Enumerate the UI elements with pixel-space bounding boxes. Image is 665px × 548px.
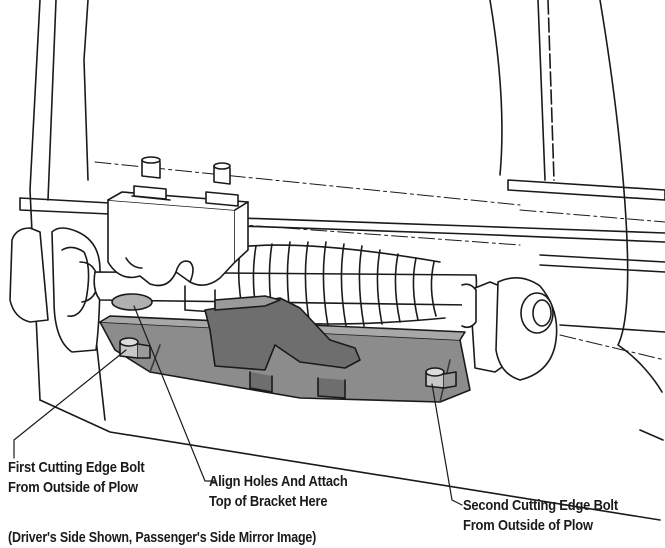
cutting-edge-bolt-first bbox=[119, 337, 151, 359]
moldboard bbox=[29, 0, 665, 521]
leader-second-bolt bbox=[431, 383, 463, 506]
leader-lines bbox=[13, 305, 463, 506]
figure-caption: (Driver's Side Shown, Passenger's Side M… bbox=[8, 530, 317, 546]
callout-align-holes-line1: Align Holes And Attach bbox=[209, 473, 348, 490]
callout-first-bolt: First Cutting Edge Bolt From Outside of … bbox=[8, 458, 145, 498]
lower-bracket bbox=[99, 295, 471, 403]
leader-align-holes bbox=[133, 305, 217, 482]
callout-second-bolt-line2: From Outside of Plow bbox=[463, 517, 593, 534]
callout-align-holes: Align Holes And Attach Top of Bracket He… bbox=[209, 472, 348, 512]
alignment-hole bbox=[111, 293, 153, 311]
cutting-edge-bolt-second bbox=[425, 367, 457, 389]
clevis-bracket bbox=[107, 156, 249, 313]
callout-first-bolt-line2: From Outside of Plow bbox=[8, 479, 138, 496]
right-hinge-ear bbox=[461, 277, 558, 381]
leader-first-bolt bbox=[13, 349, 127, 459]
callout-first-bolt-line1: First Cutting Edge Bolt bbox=[8, 459, 145, 476]
callout-second-bolt: Second Cutting Edge Bolt From Outside of… bbox=[463, 496, 618, 536]
mounting-rail bbox=[19, 179, 665, 333]
callout-align-holes-line2: Top of Bracket Here bbox=[209, 493, 328, 510]
callout-second-bolt-line1: Second Cutting Edge Bolt bbox=[463, 497, 618, 514]
left-hinge-ear bbox=[9, 227, 101, 353]
